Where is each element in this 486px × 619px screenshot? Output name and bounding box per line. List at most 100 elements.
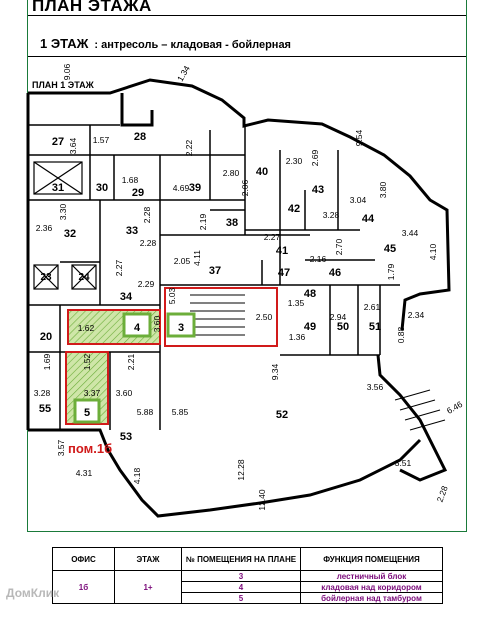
room-number: 20	[40, 331, 52, 343]
room-number: 34	[120, 291, 133, 303]
room-number-cell: 3	[181, 570, 301, 582]
dimension: 0.88	[396, 326, 406, 343]
dimension: 4.31	[76, 468, 93, 478]
table-header: ОФИС	[52, 547, 115, 571]
elevators	[33, 161, 97, 290]
room-number: 27	[52, 136, 64, 148]
dimension: 2.28	[142, 206, 152, 223]
room-number: 39	[189, 182, 201, 194]
room-number: 46	[329, 267, 341, 279]
room-number: 50	[337, 321, 349, 333]
room-number: 37	[209, 265, 221, 277]
dimension: 5.88	[137, 407, 154, 417]
table-row: 1б 1+ 3 лестничный блок	[52, 570, 443, 604]
floor-cell: 1+	[114, 570, 182, 604]
dimension: 2.16	[310, 254, 327, 264]
dimension: 1.57	[93, 135, 110, 145]
floor-number: 1 ЭТАЖ	[40, 36, 89, 51]
dimension: 2.30	[286, 156, 303, 166]
dimension: 2.29	[138, 279, 155, 289]
dimension: 1.68	[122, 175, 139, 185]
room-number: 42	[288, 203, 300, 215]
dimension: 4.69	[173, 183, 190, 193]
table-header: ЭТАЖ	[114, 547, 182, 571]
room-number: 29	[132, 187, 144, 199]
room-number: 5	[84, 407, 90, 419]
dimension: 3.04	[350, 195, 367, 205]
table-row: 5 бойлерная над тамбуром	[53, 592, 443, 604]
dimension: 2.05	[174, 256, 191, 266]
dimension: 2.69	[310, 149, 320, 166]
dimension: 2.61	[364, 302, 381, 312]
floor-description: : антресоль – кладовая - бойлерная	[94, 39, 291, 51]
dimension: 4.10	[428, 243, 438, 260]
dimension: 9.54	[354, 129, 364, 146]
room-number: 4	[134, 322, 141, 334]
floor-plan: 27 28 31 30 29 39 40 43 42 44 32 33 38 4…	[26, 63, 465, 518]
highlight-label: пом.1б	[68, 441, 112, 456]
room-number: 51	[369, 321, 381, 333]
dimension: 2.36	[36, 223, 53, 233]
dimension: 1.52	[82, 353, 92, 370]
dimension: 9.34	[270, 363, 280, 380]
room-number: 49	[304, 321, 316, 333]
dimension: 2.28	[140, 238, 157, 248]
dimension: 4.18	[132, 467, 142, 484]
room-number: 52	[276, 409, 288, 421]
dimension: 3.56	[367, 382, 384, 392]
dimension: 3.60	[116, 388, 133, 398]
dimension: 2.94	[330, 312, 347, 322]
office-cell: 1б	[52, 570, 115, 604]
room-5-marker	[73, 398, 101, 424]
dimension: 2.34	[408, 310, 425, 320]
room-4-marker	[122, 312, 152, 338]
rooms-table: ОФИС ЭТАЖ № ПОМЕЩЕНИЯ НА ПЛАНЕ ФУНКЦИЯ П…	[52, 547, 443, 604]
room-number-cell: 4	[181, 581, 301, 593]
plan-title: ПЛАН 1 ЭТАЖ	[32, 80, 94, 90]
dimension: 2.06	[240, 179, 250, 196]
dimension: 2.28	[435, 484, 450, 503]
dimension: 5.03	[167, 287, 177, 304]
table-header-row: ОФИС ЭТАЖ № ПОМЕЩЕНИЯ НА ПЛАНЕ ФУНКЦИЯ П…	[52, 547, 443, 571]
room-number: 38	[226, 217, 238, 229]
dimension: 5.85	[172, 407, 189, 417]
watermark: ДомКлик	[6, 586, 60, 600]
dimension: 3.57	[56, 439, 66, 456]
room-number: 30	[96, 182, 108, 194]
room-number: 48	[304, 288, 316, 300]
dimension: 1.34	[175, 64, 192, 84]
dimension: 2.80	[223, 168, 240, 178]
dimension: 1.69	[42, 353, 52, 370]
room-number: 33	[126, 225, 138, 237]
room-function-cell: кладовая над коридором	[300, 581, 443, 593]
floor-label: 1 ЭТАЖ : антресоль – кладовая - бойлерная	[40, 36, 291, 51]
dimension: 1.36	[289, 332, 306, 342]
dimension: 4.11	[192, 250, 202, 266]
dimension: 2.27	[114, 259, 124, 276]
room-number: 31	[52, 182, 64, 194]
dimension: 12.40	[257, 489, 267, 511]
dimension: 2.21	[126, 353, 136, 370]
dimension-labels: 9.06 1.34 3.64 1.57 2.22 2.80 2.30 2.69 …	[34, 63, 465, 510]
dimension: 2.70	[334, 238, 344, 255]
dimension: 12.28	[236, 459, 246, 481]
subheader-rule	[28, 56, 466, 57]
room-number-cell: 5	[181, 592, 301, 604]
stairs	[190, 294, 446, 431]
room-number: 43	[312, 184, 324, 196]
dimension: 3.80	[378, 181, 388, 198]
table-header: ФУНКЦИЯ ПОМЕЩЕНИЯ	[300, 547, 443, 571]
outer-walls	[26, 78, 451, 518]
dimension: 1.62	[78, 323, 95, 333]
room-number: 28	[134, 131, 146, 143]
room-number: 41	[276, 245, 288, 257]
room-number-labels: 27 28 31 30 29 39 40 43 42 44 32 33 38 4…	[39, 131, 396, 443]
dimension: 3.28	[34, 388, 51, 398]
room-function-cell: бойлерная над тамбуром	[300, 592, 443, 604]
header-rule	[28, 15, 466, 16]
room-3-zone[interactable]	[164, 287, 278, 347]
internal-walls	[28, 124, 400, 430]
dimension: 9.06	[62, 63, 72, 80]
room-number: 47	[278, 267, 290, 279]
dimension: 1.35	[288, 298, 305, 308]
